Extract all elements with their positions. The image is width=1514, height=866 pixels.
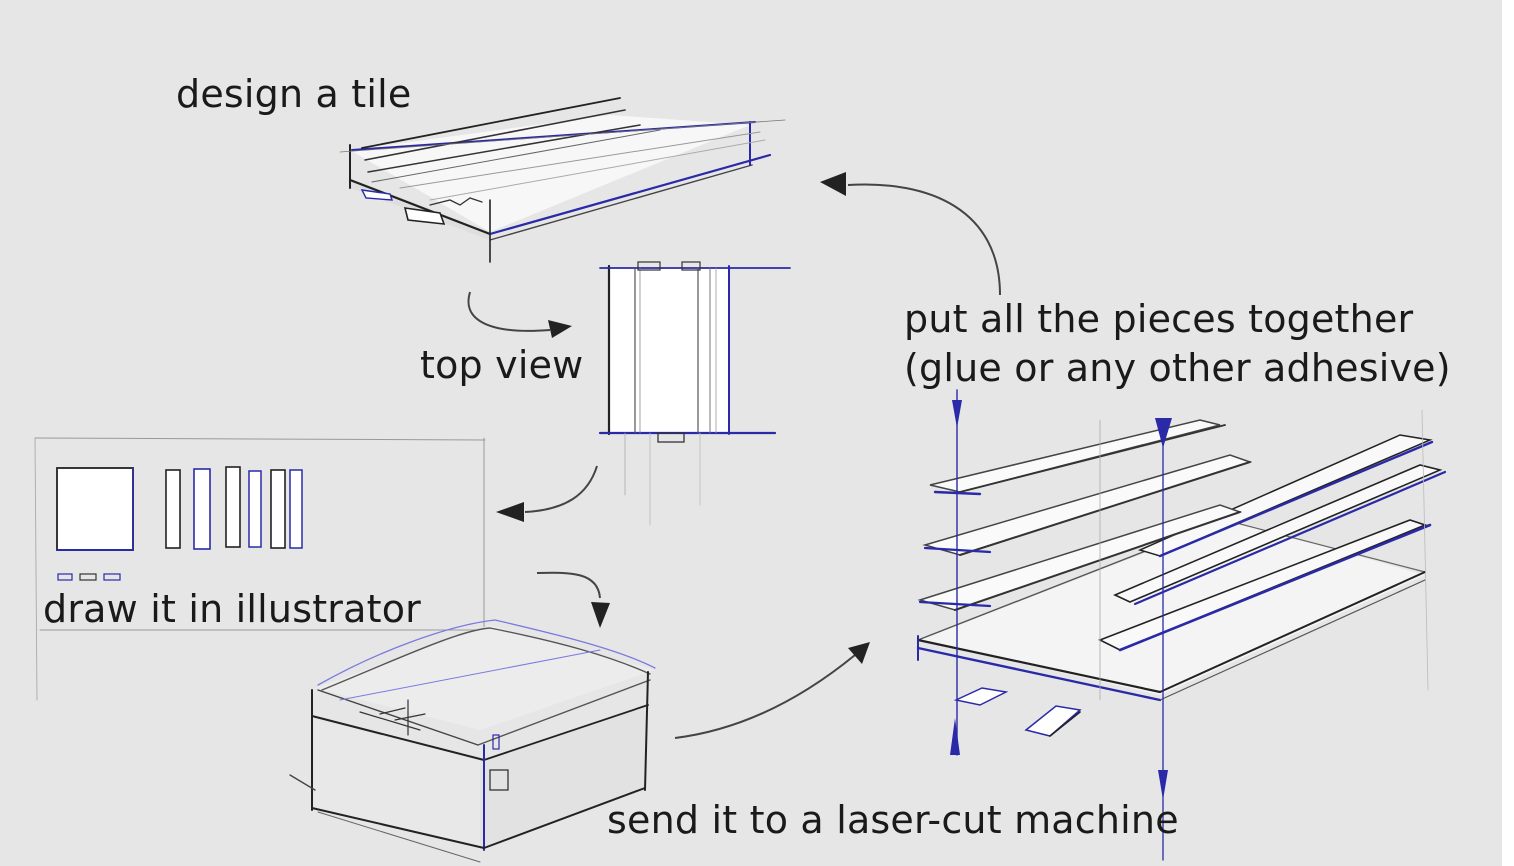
label-design-tile: design a tile <box>176 72 412 116</box>
label-send-laser: send it to a laser-cut machine <box>607 798 1179 842</box>
label-put-together-line2: (glue or any other adhesive) <box>904 346 1451 390</box>
arrow-to-top-view <box>467 291 572 338</box>
assembly-sketch <box>916 389 1447 861</box>
laser-cutter-sketch <box>289 619 656 863</box>
arrow-to-machine <box>536 571 610 628</box>
label-put-together-line1: put all the pieces together <box>904 297 1414 341</box>
illustrator-artboard <box>34 437 486 701</box>
arrow-to-assembly <box>674 642 870 739</box>
label-top-view: top view <box>420 343 584 387</box>
top-view-sketch <box>598 261 791 526</box>
page-edge <box>1502 0 1514 866</box>
label-draw-illustrator: draw it in illustrator <box>43 587 421 631</box>
tile-sketch <box>339 97 786 263</box>
arrow-back-to-tile <box>820 172 1001 296</box>
arrow-to-illustrator <box>496 465 598 522</box>
